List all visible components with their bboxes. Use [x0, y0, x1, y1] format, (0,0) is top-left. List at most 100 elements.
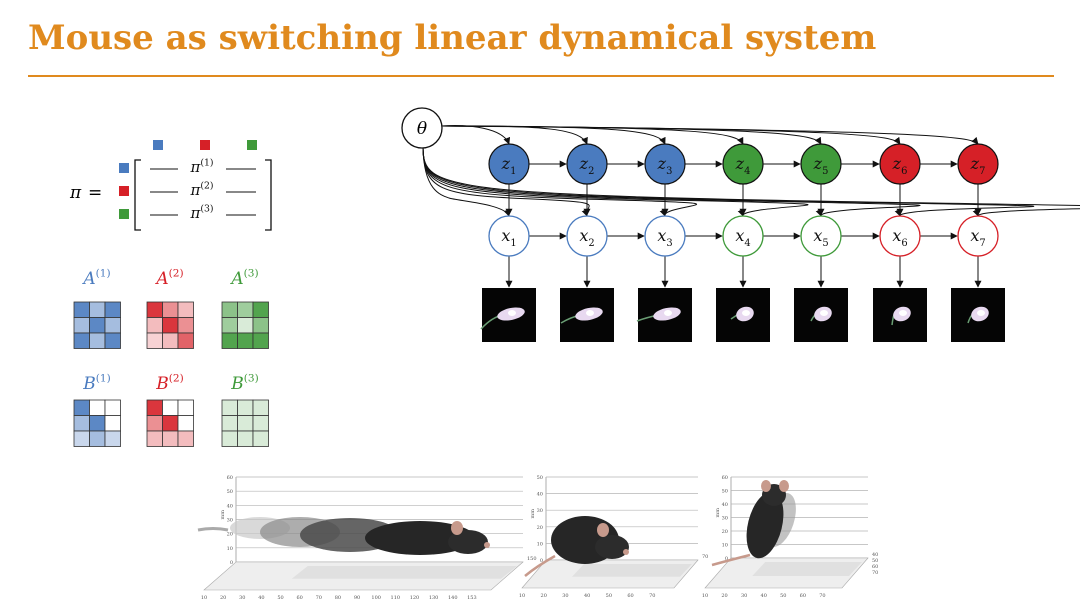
mouse-highlight [977, 310, 985, 316]
plot-z-tick: 50 [537, 475, 543, 481]
depth-frame [873, 288, 927, 342]
matrix-b-cell [73, 415, 90, 432]
mouse-pose [197, 517, 490, 555]
edge-theta-to-z [440, 125, 511, 145]
matrix-b-cell [237, 430, 254, 447]
matrix-b-cell [252, 430, 269, 447]
column-marker-green [247, 140, 257, 150]
z-node-label: z2 [579, 154, 595, 177]
plot-x-tick: 40 [258, 595, 264, 601]
matrix-a-label: A(1) [81, 267, 110, 289]
mouse-highlight [742, 310, 750, 316]
matrix-b-cell [237, 399, 254, 416]
plot-z-tick: 0 [540, 558, 543, 564]
x-node-circle [957, 215, 999, 257]
mouse-highlight [899, 310, 907, 316]
matrix-a-cell [221, 317, 238, 334]
input-matrices-B: B(1)B(2)B(3) [73, 372, 269, 447]
edge-theta-to-x [422, 147, 1035, 217]
matrix-a-cell [221, 301, 238, 318]
mouse-body [365, 521, 475, 555]
mouse-ear [761, 480, 771, 492]
matrix-a-cell [89, 317, 106, 334]
row-marker-green [119, 209, 129, 219]
matrix-a-cell [221, 332, 238, 349]
matrix-a-cell [146, 332, 163, 349]
mouse-highlight [508, 310, 516, 316]
edge-theta-to-x [422, 147, 1080, 217]
matrix-a-cell [177, 317, 194, 334]
plot-side-tick: 60 [872, 564, 878, 570]
plot-x-tick: 120 [410, 595, 420, 601]
plot-x-tick: 40 [761, 593, 767, 599]
plot-x-tick: 50 [277, 595, 283, 601]
matrix-b-cell [177, 415, 194, 432]
plot-x-tick: 110 [391, 595, 401, 601]
theta-label: θ [417, 119, 427, 139]
x-node-label: x3 [657, 226, 672, 249]
pi-row-label: π(1) [189, 157, 213, 176]
matrix-b-cell [221, 415, 238, 432]
plot-side-tick: 150 [527, 556, 537, 562]
plot-y-label: mm [715, 508, 721, 518]
matrix-b-cell [162, 430, 179, 447]
plot-x-tick: 50 [780, 593, 786, 599]
z-node-circle [800, 143, 842, 185]
mouse-pose [711, 480, 796, 567]
matrix-b-cell [221, 399, 238, 416]
z-node: z3 [644, 143, 686, 185]
matrix-b-cell [89, 399, 106, 416]
plot-x-tick: 10 [519, 593, 525, 599]
plot-z-tick: 10 [722, 543, 728, 549]
row-marker-red [119, 186, 129, 196]
plot-x-tick: 30 [562, 593, 568, 599]
plot-x-tick: 60 [627, 593, 633, 599]
matrix-b-label: B(2) [155, 372, 183, 394]
matrix-a-label: A(2) [154, 267, 183, 289]
plot-z-tick: 0 [725, 556, 728, 562]
depth-video-frames [480, 288, 1005, 342]
z-node: z6 [879, 143, 921, 185]
matrix-a-cell [252, 301, 269, 318]
theta-node: θ [401, 107, 443, 149]
plot-z-tick: 0 [230, 560, 233, 566]
plot-z-tick: 30 [227, 518, 233, 524]
plot-floor-shadow [572, 564, 692, 577]
mouse-tail [711, 553, 751, 567]
matrix-a-cell [162, 301, 179, 318]
plot-x-tick: 140 [448, 595, 458, 601]
edge-theta-to-x [422, 147, 921, 217]
mouse-pose [524, 516, 629, 577]
z-node-label: z5 [813, 154, 829, 177]
matrix-a-cell [73, 317, 90, 334]
matrix-b-cell [252, 399, 269, 416]
plot-x-tick: 20 [541, 593, 547, 599]
pi-symbol: π [69, 183, 82, 203]
right-bracket [265, 159, 272, 231]
mouse-highlight [664, 310, 672, 316]
plot-y-label: mm [530, 509, 536, 519]
x-node: x4 [722, 215, 764, 257]
plot-x-tick: 20 [721, 593, 727, 599]
dynamics-matrices-A: A(1) A(2) A(3) [73, 267, 269, 349]
plot-x-tick: 100 [371, 595, 381, 601]
z-node: z7 [957, 143, 999, 185]
matrix-b-cell [162, 415, 179, 432]
matrix-b-cell [177, 430, 194, 447]
plot-z-tick: 10 [537, 541, 543, 547]
plot-x-tick: 20 [220, 595, 226, 601]
plot-x-tick: 30 [239, 595, 245, 601]
matrix-a-label: A(3) [229, 267, 258, 289]
mouse-tail [197, 527, 229, 532]
depth-frame [794, 288, 848, 342]
plot-x-tick: 70 [819, 593, 825, 599]
z-node: z1 [488, 143, 530, 185]
pi-row-label: π(2) [189, 180, 213, 199]
x-node: x2 [566, 215, 608, 257]
matrix-a-cell [177, 301, 194, 318]
matrix-b-cell [89, 430, 106, 447]
z-node: z2 [566, 143, 608, 185]
plot-x-tick: 70 [649, 593, 655, 599]
